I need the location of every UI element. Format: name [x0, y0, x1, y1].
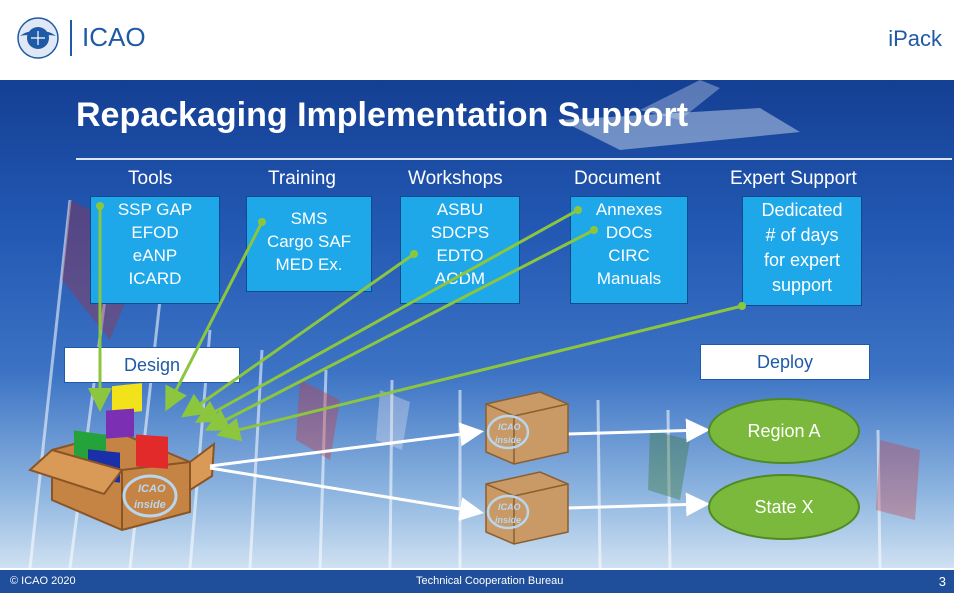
- document-item: CIRC: [608, 246, 650, 265]
- tools-item: eANP: [132, 246, 178, 265]
- target-state-x: State X: [708, 474, 860, 540]
- expert-support-item: for expert: [763, 250, 841, 270]
- category-heading-workshops: Workshops: [408, 168, 503, 189]
- deploy-label: Deploy: [700, 344, 870, 380]
- training-item: Cargo SAF: [266, 232, 352, 251]
- stamp-text: ICAO: [138, 483, 166, 495]
- tools-item: SSP GAP: [117, 200, 193, 219]
- package-box-icon: ICAO inside: [485, 391, 569, 465]
- workshops-item: SDCPS: [430, 223, 490, 242]
- training-item: MED Ex.: [275, 255, 343, 274]
- product-name: iPack: [888, 26, 942, 51]
- title-rule: [76, 158, 952, 160]
- package-box-icon: ICAO inside: [485, 471, 569, 545]
- document-box: Annexes DOCs CIRC Manuals: [570, 196, 688, 304]
- footer-bureau: Technical Cooperation Bureau: [416, 575, 564, 587]
- design-label: Design: [64, 347, 240, 383]
- category-heading-document: Document: [574, 168, 661, 189]
- footer-copyright: © ICAO 2020: [10, 575, 76, 587]
- stamp-text: inside: [495, 515, 521, 525]
- stamp-text: ICAO: [498, 422, 521, 432]
- document-item: DOCs: [605, 223, 653, 242]
- tools-box: SSP GAP EFOD eANP ICARD: [90, 196, 220, 304]
- stamp-text: ICAO: [498, 502, 521, 512]
- page-number: 3: [938, 574, 946, 589]
- document-item: Annexes: [595, 200, 663, 219]
- footer-bar: © ICAO 2020 Technical Cooperation Bureau…: [0, 570, 954, 593]
- connector-lines: [88, 206, 743, 442]
- document-item: Manuals: [596, 269, 662, 288]
- target-region-a: Region A: [708, 398, 860, 464]
- tools-item: ICARD: [128, 269, 182, 288]
- header-bar: ICAO iPack: [0, 0, 954, 84]
- workshops-item: ASBU: [436, 200, 484, 219]
- stamp-text: inside: [134, 499, 166, 511]
- workshops-item: EDTO: [436, 246, 484, 265]
- flags-backdrop-graphic: [28, 80, 920, 568]
- expert-support-item: # of days: [765, 225, 839, 245]
- expert-support-item: Dedicated: [761, 200, 843, 220]
- training-item: SMS: [290, 209, 328, 228]
- logo-separator: [70, 20, 72, 56]
- toolkit-box-icon: ICAO inside: [28, 383, 216, 532]
- training-box: SMS Cargo SAF MED Ex.: [246, 196, 372, 292]
- deploy-arrows: [209, 418, 710, 521]
- icao-emblem-icon: [17, 17, 59, 59]
- expert-support-box: Dedicated # of days for expert support: [742, 196, 862, 306]
- expert-support-item: support: [771, 275, 833, 295]
- tools-item: EFOD: [131, 223, 179, 242]
- slide-title: Repackaging Implementation Support: [76, 96, 689, 134]
- category-heading-expert-support: Expert Support: [730, 168, 857, 189]
- category-heading-training: Training: [268, 168, 336, 189]
- category-heading-tools: Tools: [128, 168, 173, 189]
- brand-name: ICAO: [82, 22, 146, 52]
- stamp-text: inside: [495, 435, 521, 445]
